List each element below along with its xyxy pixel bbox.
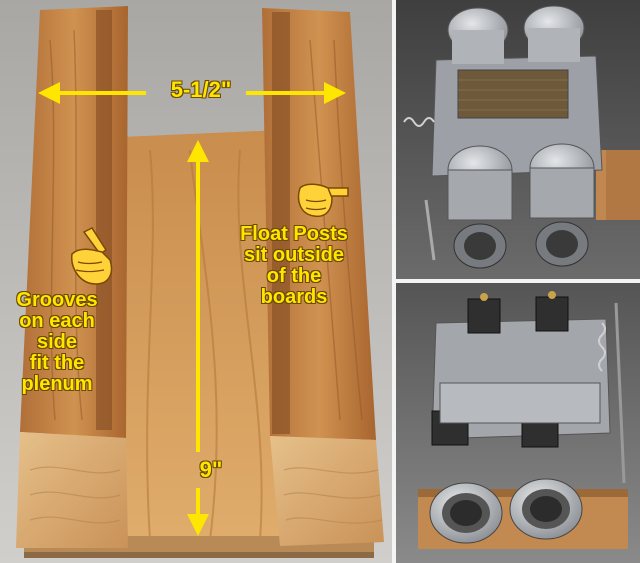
wooden-jig-photo: 5-1/2" 9" Grooves on each side fit the p… <box>0 0 392 563</box>
carburetor-top-photo <box>396 0 640 279</box>
caption-line: on each <box>19 310 95 332</box>
panel-divider <box>396 279 640 283</box>
carburetor-on-jig-photo <box>396 283 640 563</box>
left-groove <box>96 10 112 430</box>
carburetor-top-illustration <box>396 0 640 279</box>
left-board-end <box>16 432 128 548</box>
linkage-spring <box>598 322 606 372</box>
panel-divider <box>392 0 396 563</box>
caption-line: of the <box>266 265 322 287</box>
pointing-hand-icon <box>297 183 349 218</box>
float-bowl-cover <box>535 296 569 332</box>
pointing-hand-icon <box>71 227 113 285</box>
caption-line: fit the <box>29 352 85 374</box>
width-arrow <box>38 82 346 104</box>
caption-line: side <box>36 331 78 353</box>
caption-line: plenum <box>21 373 93 395</box>
float-bowl-cover <box>467 298 501 334</box>
right-board-end <box>270 436 384 546</box>
plenum-screen <box>457 69 569 119</box>
linkage-spring <box>403 117 435 127</box>
caption-line: Grooves <box>16 289 98 311</box>
caption-line: Float Posts <box>240 223 348 245</box>
right-groove <box>272 12 290 434</box>
height-dimension-label: 9" <box>199 457 223 482</box>
height-arrow <box>187 140 209 536</box>
right-board <box>262 8 376 440</box>
wooden-jig-illustration <box>0 0 392 563</box>
width-dimension-label: 5-1/2" <box>170 77 232 102</box>
grooves-caption: Grooves on each side fit the plenum <box>2 290 112 395</box>
caption-line: boards <box>260 286 328 308</box>
caption-line: sit outside <box>243 244 344 266</box>
float-posts-caption: Float Posts sit outside of the boards <box>236 224 352 308</box>
carburetor-jig-illustration <box>396 283 640 563</box>
